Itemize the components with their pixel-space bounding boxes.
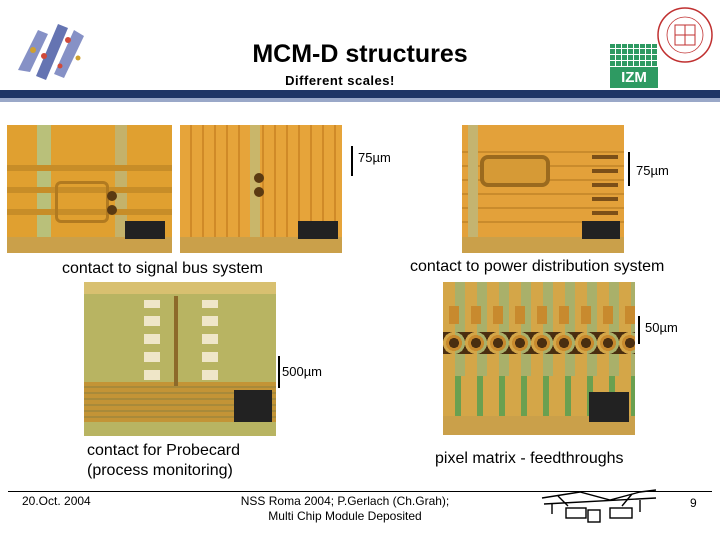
scale-bar-top-right: [628, 152, 630, 186]
footer-center-line1: NSS Roma 2004; P.Gerlach (Ch.Grah);: [240, 494, 450, 508]
scale-label-top-right: 75µm: [636, 163, 669, 178]
scale-label-bottom-right: 50µm: [645, 320, 678, 335]
micrograph-pixel-matrix: [443, 282, 635, 435]
caption-probecard-line1: contact for Probecard: [87, 442, 240, 459]
footer-page-number: 9: [690, 496, 697, 510]
slide-title: MCM-D structures: [252, 40, 468, 68]
scale-label-top-left: 75µm: [358, 150, 391, 165]
footer-rule: [8, 491, 712, 492]
footer-date: 20.Oct. 2004: [22, 494, 91, 508]
caption-pixel-matrix: pixel matrix - feedthroughs: [435, 450, 624, 467]
micrograph-signal-bus-left: [7, 125, 172, 253]
caption-probecard-line2: (process monitoring): [87, 462, 233, 479]
slide-subtitle: Different scales!: [285, 73, 395, 88]
collaboration-seal: [656, 6, 714, 64]
izm-logo-text: IZM: [610, 67, 658, 88]
scale-bar-top-left: [351, 146, 353, 176]
caption-power-distribution: contact to power distribution system: [410, 258, 665, 275]
scale-label-bottom-left: 500µm: [282, 364, 323, 379]
izm-logo: IZM: [610, 44, 658, 88]
header-band: [0, 90, 720, 98]
module-sketch-icon: [540, 488, 660, 524]
footer-center-line2: Multi Chip Module Deposited: [268, 509, 422, 523]
micrograph-power-distribution: [462, 125, 624, 253]
scale-bar-bottom-left: [278, 356, 280, 388]
micrograph-signal-bus-right: [180, 125, 342, 253]
micrograph-probecard: [84, 282, 276, 436]
caption-signal-bus: contact to signal bus system: [62, 260, 263, 277]
scale-bar-bottom-right: [638, 316, 640, 344]
institute-logo: [8, 10, 98, 88]
header-band-light: [0, 98, 720, 102]
